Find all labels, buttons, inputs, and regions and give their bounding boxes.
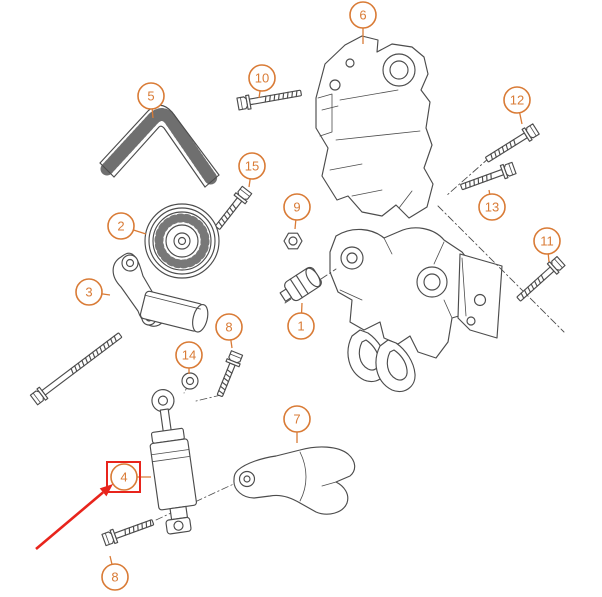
- callout-circle: [137, 82, 165, 110]
- callout-9: 9: [283, 193, 311, 230]
- upper-bracket-drawing: [315, 35, 434, 219]
- callout-number: 11: [540, 234, 554, 249]
- callout-circle: [215, 313, 243, 341]
- callout-number: 7: [293, 412, 300, 427]
- support-bracket-drawing: [329, 227, 503, 393]
- callout-circle: [283, 405, 311, 433]
- callout-circle: [478, 193, 506, 221]
- callout-2: 2: [107, 212, 147, 240]
- bolt-12-drawing: [485, 123, 540, 163]
- callout-number: 5: [147, 89, 154, 104]
- callout-circle: [283, 193, 311, 221]
- damper-drawing: [149, 389, 197, 535]
- callout-circle: [110, 463, 138, 491]
- bolt-13-drawing: [460, 161, 517, 191]
- callout-number: 8: [225, 320, 232, 335]
- callout-circle: [175, 341, 203, 369]
- callout-number: 6: [359, 8, 366, 23]
- callout-number: 12: [510, 93, 524, 108]
- highlight-box: [106, 461, 141, 493]
- callout-12: 12: [503, 86, 531, 125]
- callout-circle: [75, 278, 103, 306]
- bolt-8-lower-drawing: [101, 519, 155, 547]
- washer-drawing: [181, 372, 199, 390]
- pointer-arrow-head: [99, 484, 113, 497]
- fork-prong-drawing: [375, 339, 416, 393]
- callout-15: 15: [238, 152, 266, 188]
- callout-11: 11: [533, 227, 561, 263]
- callout-10: 10: [248, 64, 276, 99]
- bushing-drawing: [279, 266, 322, 302]
- serpentine-belt-drawing: [99, 104, 220, 188]
- callout-13: 13: [478, 189, 506, 221]
- nut-drawing: [283, 232, 303, 250]
- bolt-8-upper-drawing: [216, 350, 244, 397]
- claw-bracket-drawing: [233, 446, 356, 515]
- bolt-15-drawing: [215, 185, 253, 230]
- bolt-11-drawing: [516, 255, 566, 302]
- callout-number: 2: [117, 219, 124, 234]
- callout-4: 4: [110, 463, 151, 491]
- callout-14: 14: [175, 341, 203, 374]
- bolt-3-drawing: [29, 332, 123, 406]
- pulley-drawing: [144, 203, 220, 279]
- callout-number: 9: [293, 200, 300, 215]
- callout-circle: [533, 227, 561, 255]
- callout-layer: 6 10 5 12 15 13 9 2 11 3 1 8 14 7 4 8: [75, 1, 561, 591]
- callout-number: 14: [182, 348, 196, 363]
- callout-number: 15: [245, 159, 259, 174]
- pointer-arrow-shaft: [35, 491, 104, 550]
- callout-5: 5: [137, 82, 165, 119]
- callout-number: 4: [120, 470, 127, 485]
- callout-1: 1: [287, 302, 315, 340]
- callout-7: 7: [283, 405, 311, 443]
- callout-circle: [349, 1, 377, 29]
- callout-circle: [248, 64, 276, 92]
- callout-3: 3: [75, 278, 111, 306]
- callout-circle: [101, 563, 129, 591]
- tensioner-body-drawing: [139, 290, 209, 333]
- callout-number: 1: [297, 319, 304, 334]
- callout-8-lower: 8: [101, 555, 129, 591]
- parts-drawing: [29, 35, 566, 547]
- callout-number: 3: [85, 285, 92, 300]
- callout-number: 10: [255, 71, 269, 86]
- callout-number: 8: [111, 570, 118, 585]
- bolt-10-drawing: [236, 89, 302, 111]
- callout-circle: [503, 86, 531, 114]
- callout-number: 13: [485, 200, 499, 215]
- bolts-layer: [29, 89, 566, 547]
- highlight-annotations: [35, 461, 141, 550]
- callout-circle: [287, 312, 315, 340]
- callout-8-upper: 8: [215, 313, 243, 349]
- callout-6: 6: [349, 1, 377, 44]
- callout-circle: [238, 152, 266, 180]
- callout-circle: [107, 212, 135, 240]
